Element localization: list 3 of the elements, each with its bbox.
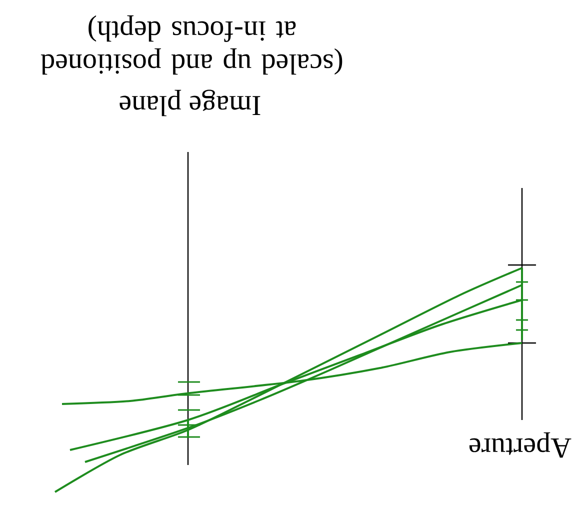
- label: Aperture: [469, 432, 572, 458]
- label: Image plane: [120, 90, 260, 116]
- label: (scaled up and positioned at in-focus depth): [40, 15, 342, 75]
